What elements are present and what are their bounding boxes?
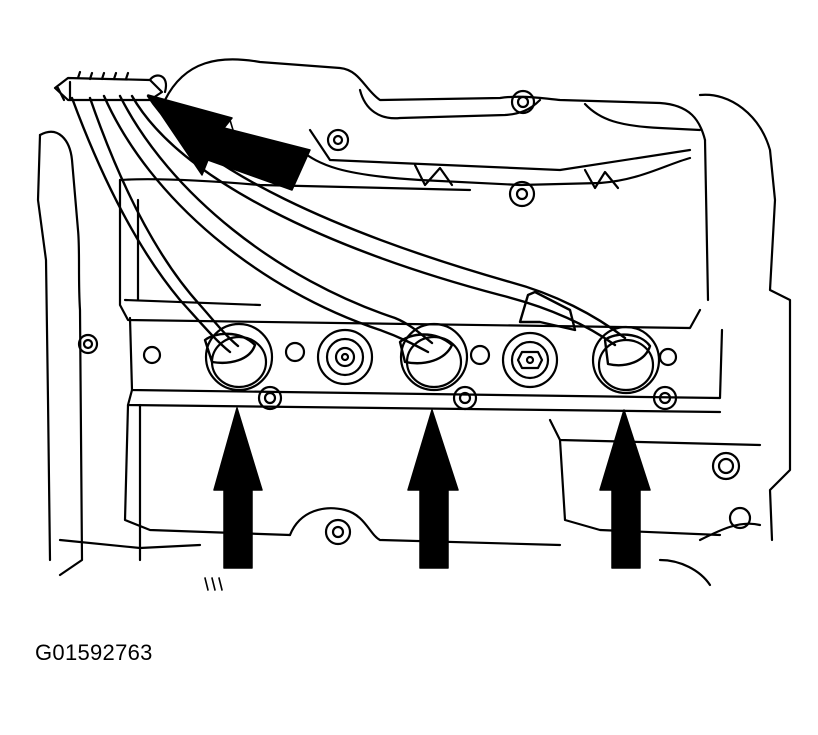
arrow-coil-3 (600, 410, 650, 568)
hatch-marks (205, 120, 236, 590)
arrow-connector-pointer (148, 95, 310, 190)
rail-mounting-nuts (318, 330, 557, 387)
engine-illustration (0, 0, 818, 600)
cover-bolts (79, 91, 750, 544)
arrows (148, 95, 650, 568)
arrow-coil-1 (214, 408, 262, 568)
engine-block-outline (38, 59, 790, 585)
wiring-harness (72, 96, 650, 365)
figure-caption: G01592763 (35, 640, 153, 665)
harness-connector (55, 72, 166, 100)
arrow-coil-2 (408, 410, 458, 568)
